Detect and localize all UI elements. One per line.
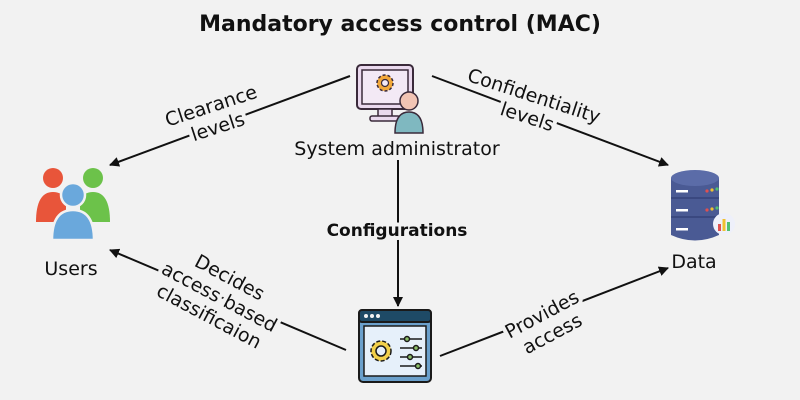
- system-administrator-icon: [356, 64, 424, 134]
- node-data: Data: [671, 251, 716, 273]
- arrow-config-to-users: [109, 248, 347, 351]
- label-confidentiality-levels: Confidentiality levels: [461, 60, 607, 140]
- arrow-admin-to-users: [109, 75, 351, 167]
- label-clearance-levels: Clearance levels: [158, 77, 264, 150]
- label-decides-access: Decides access based classificaion: [149, 246, 285, 357]
- arrow-config-to-data: [439, 266, 669, 357]
- database-icon: [671, 170, 735, 241]
- diagram-title: Mandatory access control (MAC): [199, 12, 601, 37]
- users-icon: [36, 168, 110, 242]
- configuration-settings-icon: [358, 309, 432, 383]
- arrow-admin-to-data: [431, 75, 669, 167]
- label-provides-access: Provides access: [498, 282, 590, 363]
- label-configurations: Configurations: [327, 221, 468, 241]
- node-users: Users: [44, 258, 97, 280]
- node-system-administrator: System administrator: [294, 138, 500, 160]
